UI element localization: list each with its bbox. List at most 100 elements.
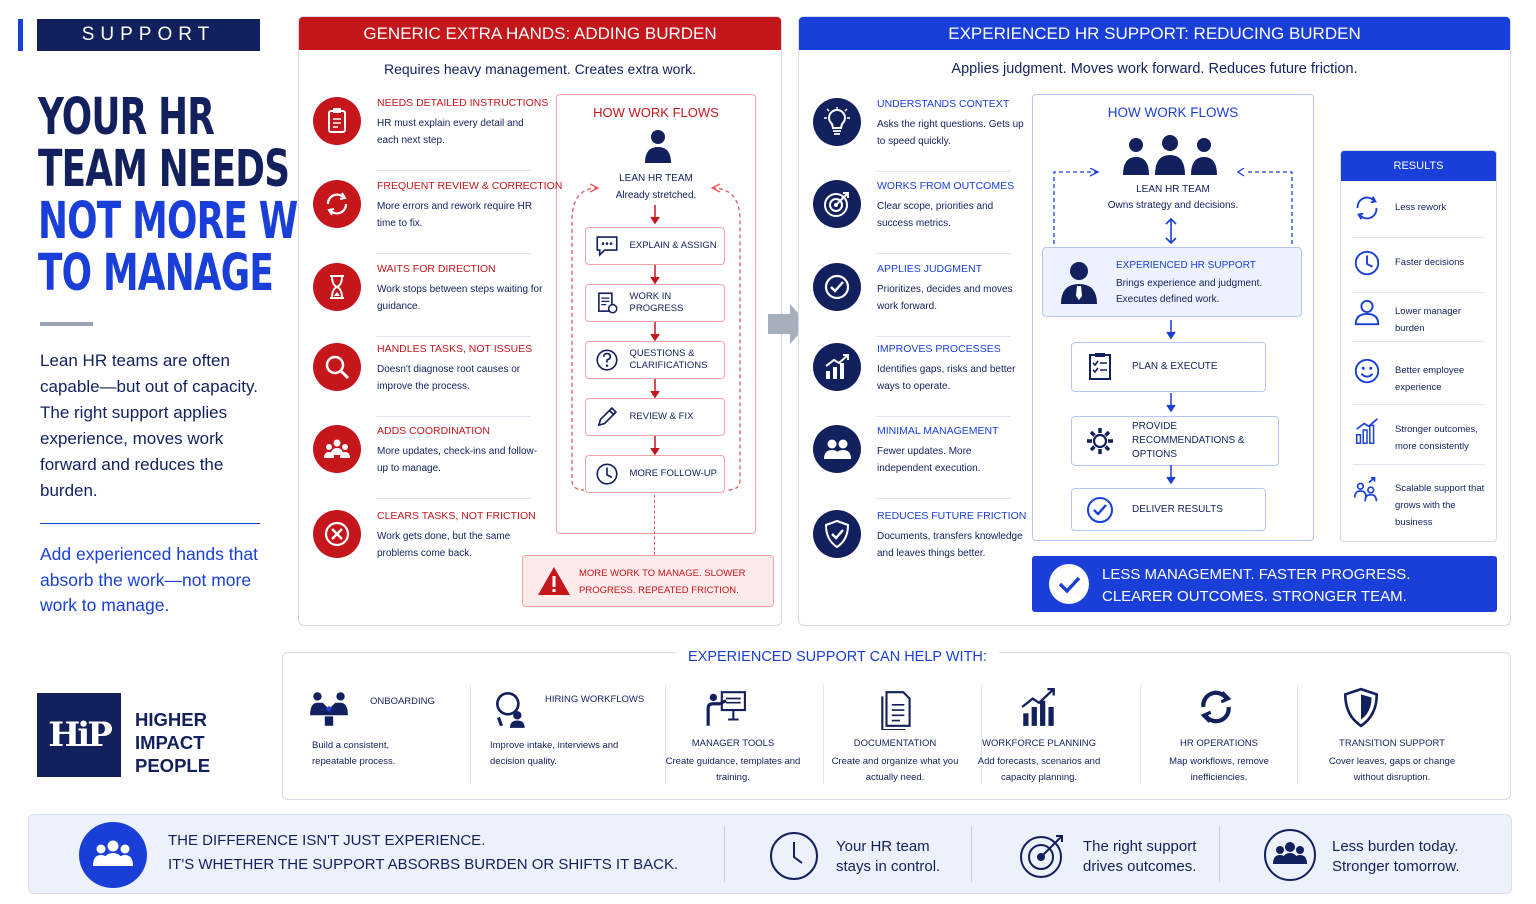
footer-point: Less burden today.Stronger tomorrow. [1332, 837, 1460, 877]
generic-item-desc: HR must explain every detail and each ne… [377, 118, 524, 146]
documents-icon [876, 688, 918, 730]
experienced-item-title: IMPROVES PROCESSES [877, 343, 1001, 355]
pencil-icon [594, 404, 624, 430]
team-circle-icon [1264, 829, 1316, 881]
x-circle-icon [324, 521, 350, 547]
section-tag: SUPPORT [37, 19, 260, 51]
divider [376, 170, 531, 171]
experienced-item-desc: Prioritizes, decides and moves work forw… [877, 284, 1013, 312]
help-item-desc: Create guidance, templates and training. [665, 756, 801, 783]
divider [971, 826, 972, 882]
clock-icon [594, 461, 624, 487]
divider [665, 684, 666, 784]
chat-bubble-icon [594, 233, 624, 259]
divider [1219, 826, 1220, 882]
divider [1353, 464, 1485, 465]
result-item: Better employee experience [1395, 365, 1465, 393]
logo-line: IMPACT [135, 732, 205, 753]
logo: HiP [37, 693, 121, 777]
target-icon [1020, 835, 1063, 878]
team-icon [1119, 135, 1221, 177]
divider [823, 684, 824, 784]
clock-icon [770, 832, 818, 880]
cycle-icon [1195, 686, 1237, 728]
bar-chart-icon [1352, 416, 1382, 446]
flow-step: QUESTIONS & CLARIFICATIONS [585, 341, 725, 379]
headline-line: YOUR HR [38, 88, 215, 147]
help-item-desc: Cover leaves, gaps or change without dis… [1328, 756, 1456, 783]
hourglass-circle [313, 263, 361, 311]
lead-text: Lean HR teams are often capable—but out … [40, 351, 258, 500]
help-item-title: TRANSITION SUPPORT [1339, 738, 1445, 749]
loop-arrows [571, 183, 741, 491]
warning-icon [537, 565, 571, 597]
divider [376, 336, 531, 337]
result-item: Faster decisions [1395, 257, 1465, 268]
arrow-down-icon [1165, 465, 1177, 485]
footer-main: THE DIFFERENCE ISN'T JUST EXPERIENCE. IT… [168, 829, 678, 877]
headline-line: NOT MORE WORK [38, 192, 382, 251]
experienced-item-desc: Documents, transfers knowledge and leave… [877, 531, 1023, 559]
footer-point-line: The right support [1083, 838, 1197, 855]
help-item-title: WORKFORCE PLANNING [981, 738, 1096, 749]
person-icon [643, 128, 673, 164]
group-icon [324, 439, 350, 458]
help-item-title: DOCUMENTATION [853, 738, 937, 749]
x-circle-circle [313, 510, 361, 558]
flow-step-label: MORE FOLLOW-UP [629, 468, 717, 479]
results-title: RESULTS [1341, 151, 1496, 181]
person-icon [1352, 297, 1382, 327]
divider [1353, 237, 1485, 238]
help-item-desc: Map workflows, remove inefficiencies. [1169, 756, 1269, 783]
result-item: Stronger outcomes, more consistently [1395, 424, 1478, 452]
flow-step-label: REVIEW & FIX [629, 411, 694, 422]
magnifier-icon [325, 355, 350, 380]
refresh-icon [326, 192, 348, 216]
generic-panel-title: GENERIC EXTRA HANDS: ADDING BURDEN [299, 17, 781, 50]
generic-item-desc: Work gets done, but the same problems co… [377, 531, 511, 559]
arrow-down-icon [649, 322, 661, 342]
headline-line: TEAM NEEDS HELP [38, 140, 402, 199]
footer-line: THE DIFFERENCE ISN'T JUST EXPERIENCE. [168, 832, 486, 849]
shield-check-icon [824, 519, 850, 549]
experienced-item-title: APPLIES JUDGMENT [877, 263, 983, 275]
arrow-down-icon [649, 379, 661, 399]
generic-flow-team-sub: Already stretched. [615, 190, 697, 201]
generic-item-desc: Doesn't diagnose root causes or improve … [377, 364, 521, 392]
help-item-title: HR OPERATIONS [1180, 738, 1258, 749]
footer-line: IT'S WHETHER THE SUPPORT ABSORBS BURDEN … [168, 856, 679, 873]
help-title: EXPERIENCED SUPPORT CAN HELP WITH: [676, 642, 999, 672]
flow-step-label: PROVIDE RECOMMENDATIONS & OPTIONS [1132, 421, 1245, 460]
experienced-flow-team-sub: Owns strategy and decisions. [1107, 200, 1239, 211]
footer-point-line: Your HR team [836, 838, 930, 855]
lightbulb-icon [824, 107, 850, 135]
banner-line: CLEARER OUTCOMES. STRONGER TEAM. [1102, 588, 1407, 605]
divider [1353, 292, 1485, 293]
footer-point: Your HR team stays in control. [836, 837, 940, 877]
footer-point-line: Stronger tomorrow. [1332, 858, 1460, 875]
group-icon [79, 822, 147, 888]
gear-icon [1084, 425, 1118, 457]
flow-step-label: QUESTIONS & CLARIFICATIONS [629, 348, 708, 371]
hourglass-icon [330, 275, 344, 299]
divider [376, 416, 531, 417]
banner-line: LESS MANAGEMENT. FASTER PROGRESS. [1102, 566, 1411, 583]
generic-item-title: ADDS COORDINATION [377, 425, 490, 437]
divider [470, 684, 471, 784]
help-item-title: HIRING WORKFLOWS [545, 694, 645, 705]
check-circle-circle [813, 263, 861, 311]
magnifier-circle [313, 343, 361, 391]
shield-check-circle [813, 510, 861, 558]
footer-point-line: stays in control. [836, 858, 941, 875]
generic-item-title: NEEDS DETAILED INSTRUCTIONS [377, 97, 549, 109]
chart-up-circle [813, 343, 861, 391]
target-circle [813, 180, 861, 228]
divider [876, 416, 1011, 417]
experienced-item-desc: Asks the right questions. Gets up to spe… [877, 119, 1024, 147]
people-circle [813, 425, 861, 473]
footer-point-line: drives outcomes. [1083, 858, 1197, 875]
lead-text-accent: Add experienced hands that absorb the wo… [40, 544, 258, 615]
result-item: Lower manager burden [1395, 306, 1462, 334]
results-panel: RESULTS [1340, 150, 1497, 542]
generic-item-desc: More updates, check-ins and follow-up to… [377, 446, 538, 474]
